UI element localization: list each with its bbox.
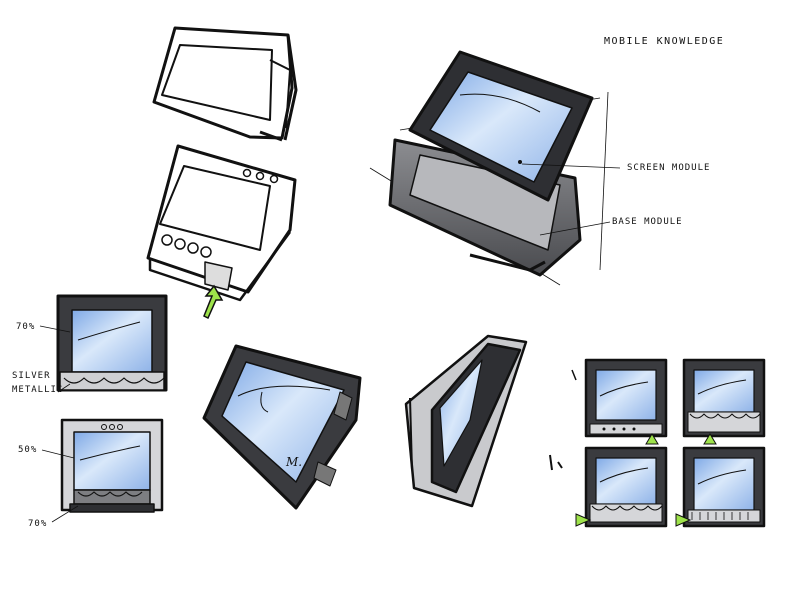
device-sketch-front-50 bbox=[60, 418, 164, 513]
green-arrow-icon bbox=[203, 284, 224, 320]
leader-line-silver bbox=[57, 383, 71, 393]
device-sketch-tilted bbox=[202, 344, 362, 510]
device-sketch-front-70 bbox=[56, 294, 168, 392]
device-sketch-buttons bbox=[146, 144, 297, 302]
label-screen-module: SCREEN MODULE bbox=[627, 163, 710, 173]
stray-stroke bbox=[571, 369, 577, 381]
leader-line-70-bottom bbox=[51, 505, 79, 523]
designer-signature: M. bbox=[285, 455, 302, 469]
device-grid-variant-2 bbox=[682, 358, 766, 438]
stray-stroke bbox=[549, 454, 563, 471]
label-base-module: BASE MODULE bbox=[612, 217, 683, 227]
device-sketch-perspective-large bbox=[369, 50, 609, 286]
device-grid-variant-3 bbox=[584, 446, 668, 528]
sketch-title: MOBILE KNOWLEDGE bbox=[604, 36, 724, 47]
label-50-percent: 50% bbox=[18, 445, 37, 455]
label-silver: SILVER bbox=[12, 371, 51, 381]
label-metallic: METALLIC bbox=[12, 385, 63, 395]
device-grid-variant-1 bbox=[584, 358, 668, 438]
green-arrow-icon bbox=[703, 433, 717, 445]
leader-line-screen bbox=[521, 163, 621, 169]
label-70-percent-bottom: 70% bbox=[28, 519, 47, 529]
leader-line-70-top bbox=[39, 325, 71, 333]
green-arrow-icon bbox=[675, 513, 692, 527]
device-sketch-side bbox=[404, 334, 528, 508]
leader-line-50 bbox=[41, 449, 75, 459]
device-grid-variant-4 bbox=[682, 446, 766, 528]
label-70-percent-top: 70% bbox=[16, 322, 35, 332]
green-arrow-icon bbox=[575, 513, 592, 527]
leader-line-base bbox=[539, 221, 611, 236]
device-sketch-outline-top bbox=[152, 26, 298, 142]
green-arrow-icon bbox=[645, 433, 659, 445]
